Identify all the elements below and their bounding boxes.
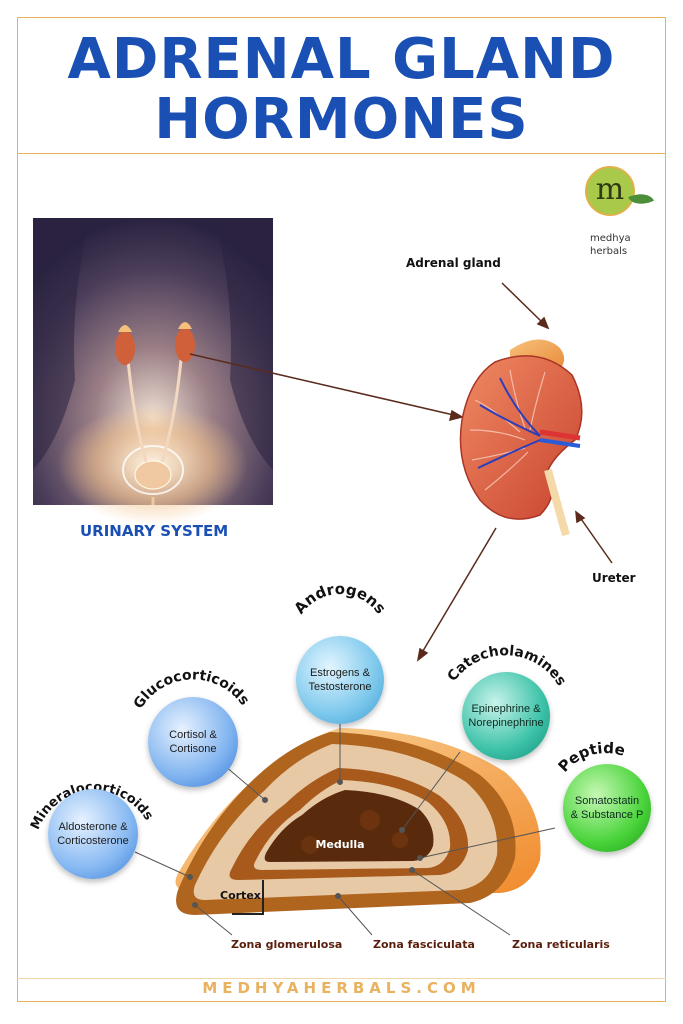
catecholamines-line-2: Norepinephrine [468,717,544,729]
adrenal-cross-section [175,728,541,915]
androgens-line-1: Estrogens & [310,667,370,679]
brand-name-line-1: medhya [590,233,631,244]
glucocorticoids-line-2: Cortisone [169,743,217,755]
cortex-label: Cortex [220,889,261,902]
mineralocorticoids-line-2: Corticosterone [57,835,129,847]
footer-website: MEDHYAHERBALS.COM [202,979,481,997]
footer-divider [17,978,666,979]
androgens-bubble: Estrogens & Testosterone [296,636,384,724]
connector-arrows [189,282,613,662]
kidney-illustration [459,339,583,537]
glucocorticoids-bubble: Cortisol & Cortisone [148,697,238,787]
medulla-label: Medulla [315,838,364,851]
brand-name: medhya herbals [590,232,650,258]
title-divider [17,153,666,154]
adrenal-gland-label: Adrenal gland [406,256,501,270]
brand-name-line-2: herbals [590,246,628,257]
glucocorticoids-line-1: Cortisol & [169,729,217,741]
leader-lines [134,724,556,936]
zona-reticularis-label: Zona reticularis [512,938,610,951]
urinary-system-label: URINARY SYSTEM [80,522,229,540]
peptides-line-2: & Substance P [570,809,644,821]
brand-logo: m [585,166,635,216]
mineralocorticoids-line-1: Aldosterone & [58,821,128,833]
mineralocorticoids-bubble: Aldosterone & Corticosterone [48,789,138,879]
urinary-system-image [33,218,273,525]
catecholamines-bubble: Epinephrine & Norepinephrine [462,672,550,760]
peptides-bubble: Somatostatin & Substance P [563,764,651,852]
androgens-title: Androgens [290,580,389,617]
page-title-line-2: HORMONES [154,87,529,152]
ureter-label: Ureter [592,571,636,585]
zona-glomerulosa-label: Zona glomerulosa [231,938,343,951]
catecholamines-line-1: Epinephrine & [471,703,541,715]
androgens-line-2: Testosterone [308,681,372,693]
page-title-line-1: ADRENAL GLAND [67,27,616,92]
zona-fasciculata-label: Zona fasciculata [373,938,475,951]
page-frame [17,17,666,1002]
peptides-line-1: Somatostatin [574,795,640,807]
